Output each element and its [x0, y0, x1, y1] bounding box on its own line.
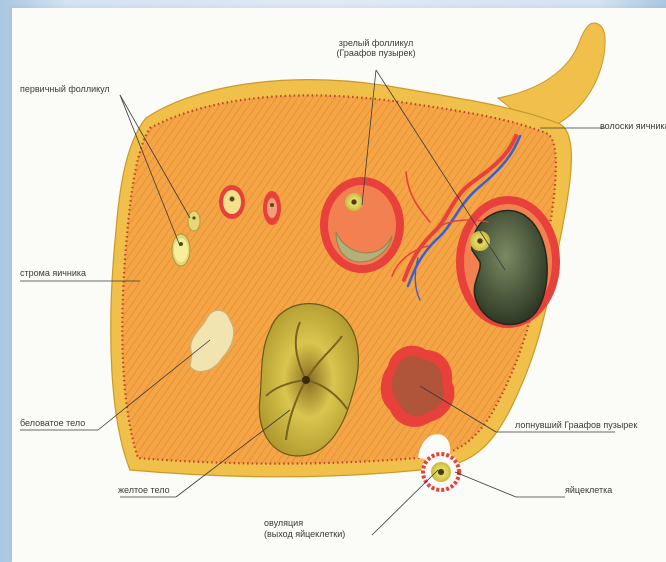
- label-primary-follicle: первичный фолликул: [20, 84, 110, 94]
- primary-follicle-2: [188, 211, 200, 231]
- label-ruptured-follicle: лопнувший Граафов пузырек: [515, 420, 637, 430]
- label-ovulation-sub: (выход яйцеклетки): [264, 529, 345, 539]
- primary-follicle-1: [172, 234, 190, 266]
- label-ovary-stroma: строма яичника: [20, 268, 86, 278]
- label-mature-follicle-sub: (Граафов пузырек): [337, 48, 416, 58]
- growing-follicle-1: [219, 185, 245, 219]
- growing-follicle-2: [263, 191, 281, 225]
- label-ovary-hairs: волоски яичника: [600, 121, 666, 131]
- maturing-follicle: [320, 177, 404, 273]
- label-corpus-albicans: беловатое тело: [20, 418, 85, 428]
- graafian-follicle: [456, 196, 560, 328]
- label-mature-follicle: зрелый фолликул: [339, 38, 413, 48]
- label-ovulation: овуляция: [264, 518, 303, 528]
- label-corpus-luteum: желтое тело: [118, 485, 170, 495]
- label-ovum: яйцеклетка: [565, 485, 612, 495]
